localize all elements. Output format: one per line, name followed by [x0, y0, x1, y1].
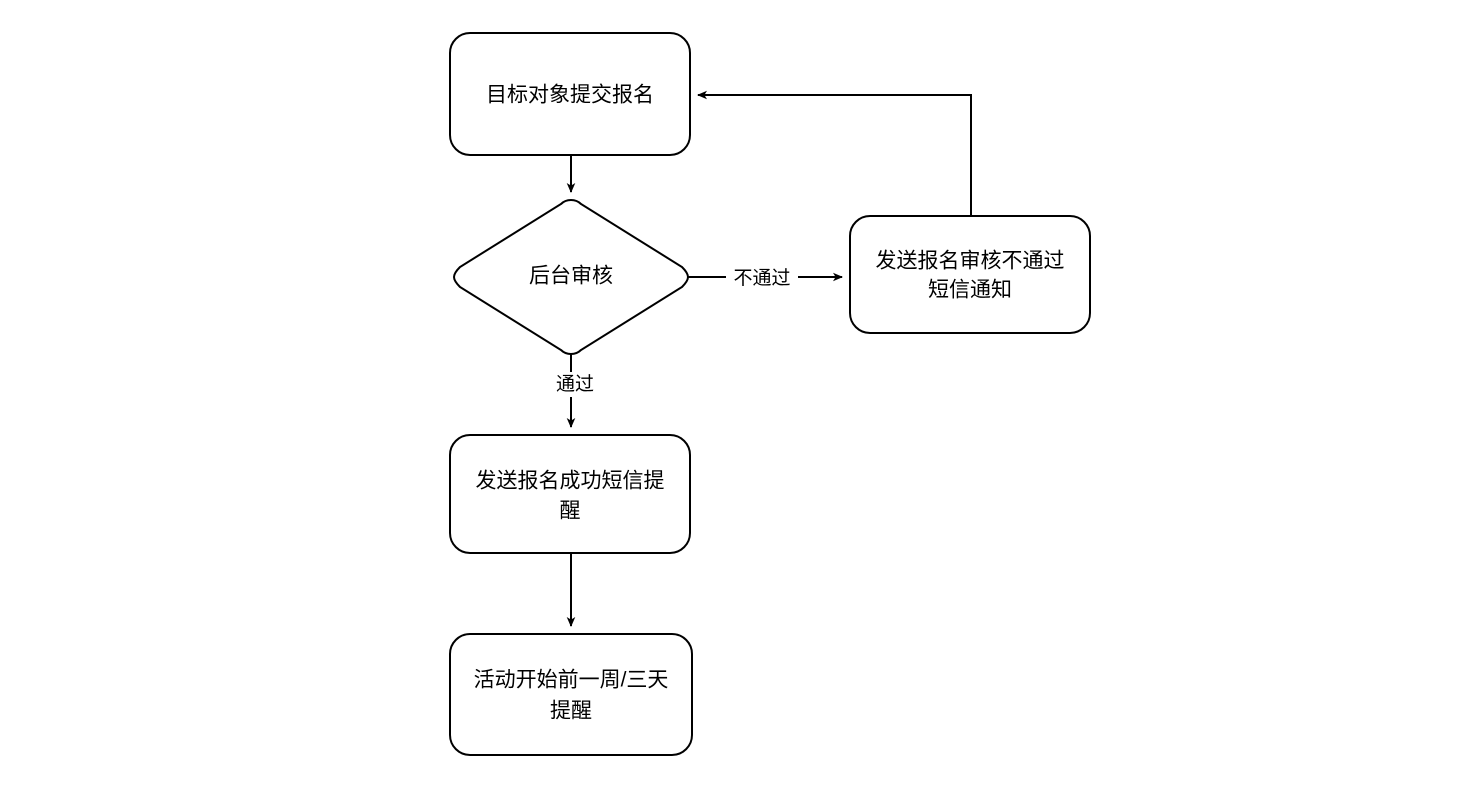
node-review[interactable]: 后台审核	[452, 198, 690, 356]
node-submit-label: 目标对象提交报名	[486, 84, 654, 107]
node-reject-sms[interactable]: 发送报名审核不通过 短信通知	[849, 215, 1091, 334]
node-submit-shape[interactable]	[449, 32, 691, 156]
node-review-label: 后台审核	[529, 265, 613, 288]
edge-label-pass: 通过	[556, 373, 594, 395]
node-reject-sms-label-line1: 发送报名审核不通过	[876, 250, 1065, 273]
node-success-sms-shape[interactable]	[449, 434, 691, 554]
node-event-reminder-shape[interactable]	[449, 633, 693, 756]
node-reject-sms-label-line2: 短信通知	[928, 279, 1012, 302]
node-reject-sms-shape[interactable]	[849, 215, 1091, 334]
node-event-reminder-label-line2: 提醒	[550, 700, 592, 723]
node-event-reminder[interactable]: 活动开始前一周/三天 提醒	[449, 633, 693, 756]
node-success-sms-label-line2: 醒	[560, 500, 581, 523]
edge-review-to-reject: 不通过	[686, 265, 843, 291]
edge-label-reject: 不通过	[733, 267, 790, 289]
node-submit[interactable]: 目标对象提交报名	[449, 32, 691, 156]
node-success-sms[interactable]: 发送报名成功短信提 醒	[449, 434, 691, 554]
edge-review-to-success: 通过	[549, 348, 601, 428]
edge-reject-back-to-submit	[697, 90, 972, 216]
node-success-sms-label-line1: 发送报名成功短信提	[476, 470, 665, 493]
node-review-shape[interactable]	[452, 198, 690, 356]
node-event-reminder-label-line1: 活动开始前一周/三天	[474, 669, 669, 692]
